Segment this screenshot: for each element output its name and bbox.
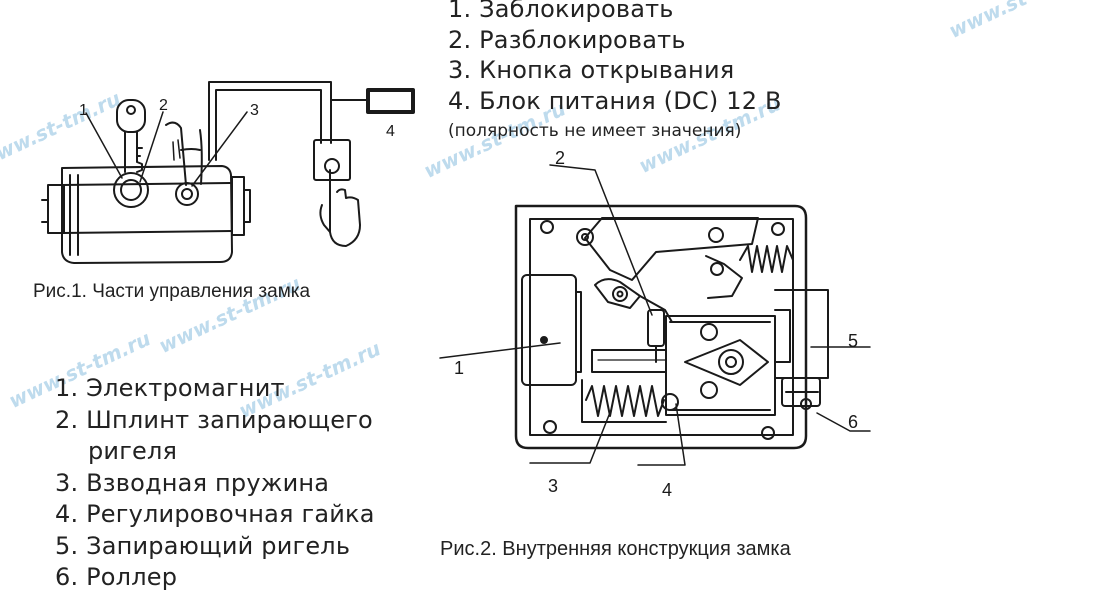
fig1-diagram: 1 2 3 4 — [41, 81, 415, 264]
fig2-label-6: 6 — [848, 412, 858, 432]
parts-legend-item: 2. Шплинт запирающего — [55, 405, 373, 434]
fig1-caption: Рис.1. Части управления замка — [33, 281, 311, 302]
control-legend-item: 4. Блок питания (DC) 12 В — [448, 86, 782, 115]
fig2-label-4: 4 — [662, 480, 672, 500]
control-legend-item: 2. Разблокировать — [448, 25, 686, 54]
fig2-roller — [781, 377, 821, 410]
fig2-locking-bolt — [774, 289, 829, 379]
fig2-leader-lines — [439, 164, 871, 466]
fig1-label-4: 4 — [386, 123, 395, 140]
fig2-diagram: 1 2 3 4 5 6 — [439, 148, 871, 500]
fig1-leader-lines — [85, 111, 248, 187]
control-legend-item: 3. Кнопка открывания — [448, 56, 735, 84]
fig2-spring-housing — [591, 349, 667, 373]
fig1-push-button — [313, 139, 361, 247]
control-legend-item: 1. Заблокировать — [448, 0, 674, 23]
fig2-cotter-pin — [647, 309, 665, 363]
parts-legend-item: 3. Взводная пружина — [55, 468, 330, 497]
parts-legend-item: ригеля — [88, 437, 178, 465]
fig2-cocking-spring — [581, 379, 679, 423]
fig1-label-3: 3 — [250, 102, 259, 119]
fig2-latch — [594, 278, 673, 323]
fig2-bolt-body — [665, 315, 776, 416]
parts-legend-item: 1. Электромагнит — [55, 374, 285, 402]
fig1-finger-unlock — [165, 121, 203, 206]
fig2-electromagnet — [521, 274, 582, 386]
watermark-7: www.st-tm.ru — [945, 0, 1094, 43]
fig2-label-1: 1 — [454, 358, 464, 378]
parts-legend-item: 5. Запирающий ригель — [55, 531, 351, 560]
fig1-label-1: 1 — [79, 102, 88, 119]
fig2-caption: Рис.2. Внутренняя конструкция замка — [440, 538, 791, 560]
fig2-label-2: 2 — [555, 148, 565, 168]
fig1-label-2: 2 — [159, 97, 168, 114]
parts-legend-item: 4. Регулировочная гайка — [55, 500, 375, 528]
polarity-note: (полярность не имеет значения) — [448, 121, 742, 141]
parts-legend: 1. Электромагнит 2. Шплинт запирающего р… — [55, 373, 375, 594]
fig2-label-5: 5 — [848, 331, 858, 351]
fig2-housing — [514, 204, 808, 450]
fig1-wiring — [208, 81, 415, 161]
fig2-label-3: 3 — [548, 476, 558, 496]
control-legend: 1. Заблокировать 2. Разблокировать 3. Кн… — [448, 0, 782, 116]
fig2-lever — [576, 217, 759, 299]
parts-legend-item: 6. Роллер — [55, 563, 178, 591]
fig2-upper-spring — [739, 245, 794, 273]
fig1-key — [113, 99, 149, 208]
